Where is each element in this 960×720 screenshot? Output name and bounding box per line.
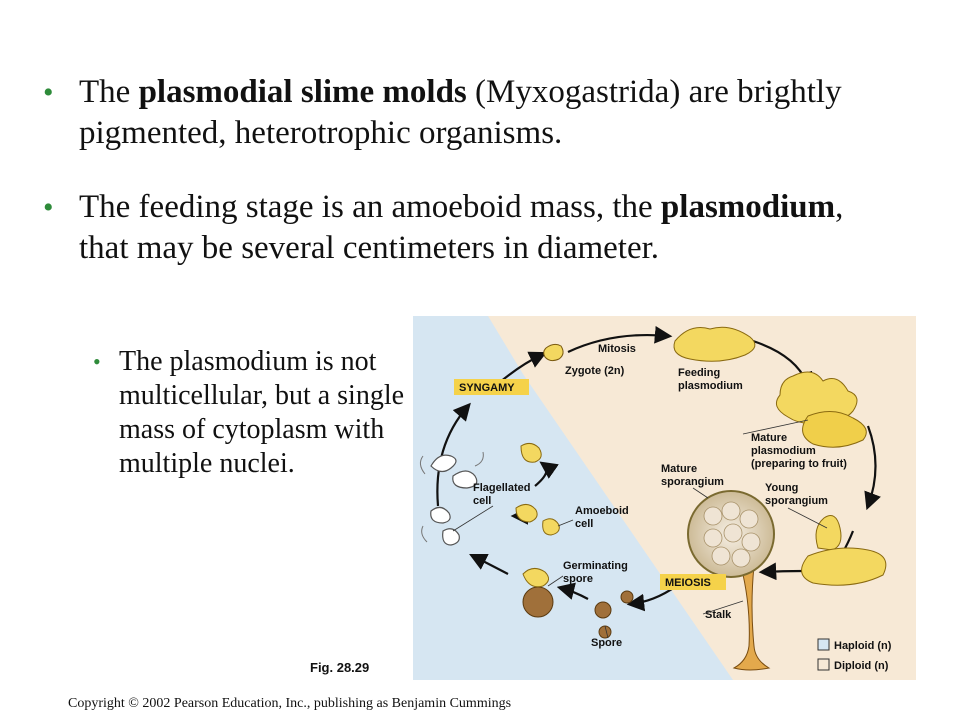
mature-plasmodium-label-1: Mature bbox=[751, 432, 787, 444]
bullet-plasmodial-slime-molds: • The plasmodial slime molds (Myxogastri… bbox=[43, 72, 899, 154]
bullet-text-pre: The bbox=[79, 74, 139, 110]
haploid-region bbox=[413, 316, 733, 680]
germinating-amoeba bbox=[522, 568, 549, 588]
legend-haploid-swatch bbox=[817, 638, 830, 651]
germinating-spore bbox=[522, 586, 554, 618]
germinating-label-2: spore bbox=[563, 573, 593, 585]
meiosis-tag-bg bbox=[660, 574, 726, 590]
spore-label: Spore bbox=[591, 637, 622, 649]
legend-diploid-swatch bbox=[817, 658, 830, 671]
bullet-dot: • bbox=[43, 191, 54, 224]
young-sporangium-shape bbox=[815, 515, 842, 551]
legend-haploid-label: Haploid (n) bbox=[834, 640, 892, 652]
stalk-label: Stalk bbox=[705, 609, 732, 621]
bullet-text-pre: The feeding stage is an amoeboid mass, t… bbox=[79, 189, 661, 225]
feeding-plasmodium-shape bbox=[673, 326, 756, 362]
figure-caption: Fig. 28.29 bbox=[310, 660, 370, 675]
meiosis-tag: MEIOSIS bbox=[665, 577, 711, 589]
bullet-text-post: , that may be several centimeters in dia… bbox=[79, 189, 844, 266]
flagellated-label-2: cell bbox=[473, 495, 491, 507]
mature-plasmodium-shape bbox=[802, 411, 867, 448]
mature-plasmodium-label-2: plasmodium bbox=[751, 445, 816, 457]
sub-bullet-plasmodium: • The plasmodium is not multicellular, b… bbox=[93, 345, 409, 481]
mature-plasmodium-label-3: (preparing to fruit) bbox=[751, 458, 847, 470]
zygote-shape bbox=[543, 343, 564, 362]
syngamy-tag: SYNGAMY bbox=[459, 382, 515, 394]
leader-lines bbox=[452, 419, 828, 639]
syngamy-tag-bg bbox=[454, 379, 529, 395]
feeding-label-2: plasmodium bbox=[678, 380, 743, 392]
bullet-text-bold: plasmodium bbox=[660, 189, 836, 225]
amoeboid-label-2: cell bbox=[575, 518, 593, 530]
young-sporangium-base bbox=[801, 547, 887, 586]
sporangium-stalk bbox=[732, 565, 771, 671]
mature-sporangium-label-2: sporangium bbox=[661, 476, 724, 488]
bullet-dot: • bbox=[93, 349, 101, 374]
amoeboid-label-1: Amoeboid bbox=[575, 505, 629, 517]
spores bbox=[594, 590, 634, 639]
flagellated-cells bbox=[430, 454, 478, 546]
germinating-label-1: Germinating bbox=[563, 560, 628, 572]
sub-bullet-text: The plasmodium is not multicellular, but… bbox=[119, 346, 405, 479]
zygote-label: Zygote (2n) bbox=[565, 365, 625, 377]
young-sporangium-label-2: sporangium bbox=[765, 495, 828, 507]
legend-diploid-label: Diploid (n) bbox=[834, 660, 889, 672]
copyright-notice: Copyright © 2002 Pearson Education, Inc.… bbox=[68, 696, 512, 711]
mature-sporangium-label-1: Mature bbox=[661, 463, 697, 475]
bullet-text-bold: plasmodial slime molds bbox=[138, 74, 467, 110]
sporangium-spores bbox=[703, 501, 761, 568]
slime-mold-life-cycle-diagram: SYNGAMY Mitosis MEIOSIS Zygote (2n) Feed… bbox=[413, 316, 916, 680]
mitosis-tag: Mitosis bbox=[598, 343, 636, 355]
flagella bbox=[419, 451, 484, 543]
young-sporangium-label-1: Young bbox=[765, 482, 798, 494]
flagellated-label-1: Flagellated bbox=[473, 482, 530, 494]
feeding-label-1: Feeding bbox=[678, 367, 720, 379]
bullet-feeding-stage: • The feeding stage is an amoeboid mass,… bbox=[43, 187, 899, 269]
bullet-text-post: (Myxogastrida) are brightly pigmented, h… bbox=[79, 74, 842, 151]
amoeboid-cells bbox=[515, 442, 560, 536]
bullet-dot: • bbox=[43, 76, 54, 109]
